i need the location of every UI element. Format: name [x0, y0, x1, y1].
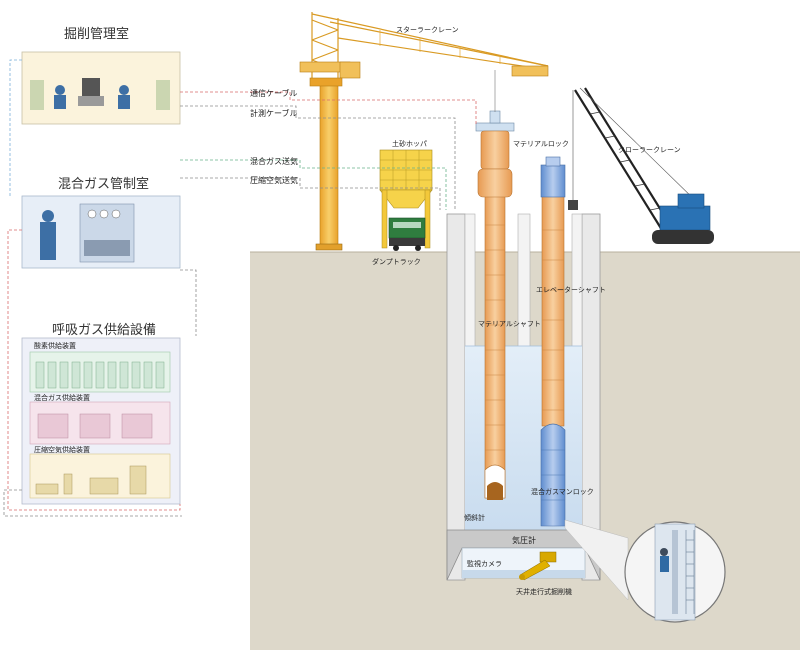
control-room-title: 掘削管理室	[64, 26, 129, 42]
comm-cable-label: 通信ケーブル	[250, 88, 298, 98]
inset-magnifier	[564, 519, 726, 623]
tower-crane	[299, 12, 549, 251]
star-crane-label: スターラークレーン	[396, 25, 459, 34]
monitor-camera-label: 監視カメラ	[467, 559, 502, 568]
excavator-machine	[519, 551, 557, 581]
gas-control-room-title: 混合ガス管制室	[58, 176, 149, 192]
mixed-gas-supply-label: 混合ガス供給装置	[34, 393, 90, 402]
breathing-gas-panel	[21, 337, 181, 505]
crawler-crane-label: クローラークレーン	[618, 146, 681, 154]
pressure-gauge-label: 気圧計	[512, 535, 536, 545]
mixed-gas-feed-label: 混合ガス送気	[250, 156, 298, 166]
elevator-shaft	[540, 156, 566, 527]
soil-hopper-label: 土砂ホッパ	[392, 139, 427, 148]
material-lock	[475, 110, 515, 198]
excavator-label: 天井走行式掘削機	[516, 587, 572, 596]
compressed-air-supply-label: 圧縮空気供給装置	[34, 445, 90, 454]
material-shaft	[475, 110, 515, 500]
dump-truck-label: ダンプトラック	[372, 257, 421, 266]
elevator-shaft-label: エレベーターシャフト	[536, 285, 606, 294]
control-room-panel	[21, 51, 181, 125]
crawler-crane	[568, 87, 714, 244]
vibrometer-label: 傾斜計	[464, 513, 485, 522]
measure-cable-label: 計測ケーブル	[250, 108, 298, 118]
cable-lines	[3, 59, 477, 517]
material-shaft-label: マテリアルシャフト	[478, 320, 541, 328]
compressed-air-feed-label: 圧縮空気送気	[250, 175, 298, 185]
oxygen-supply-label: 酸素供給装置	[34, 341, 76, 350]
breathing-gas-title: 呼吸ガス供給設備	[52, 322, 156, 338]
manlock-label: 混合ガスマンロック	[531, 487, 594, 496]
gas-control-room-panel	[21, 195, 181, 269]
soil-hopper	[379, 149, 433, 249]
mixed-gas-manlock	[540, 423, 566, 527]
material-lock-label: マテリアルロック	[513, 140, 569, 148]
dump-truck	[388, 217, 426, 251]
